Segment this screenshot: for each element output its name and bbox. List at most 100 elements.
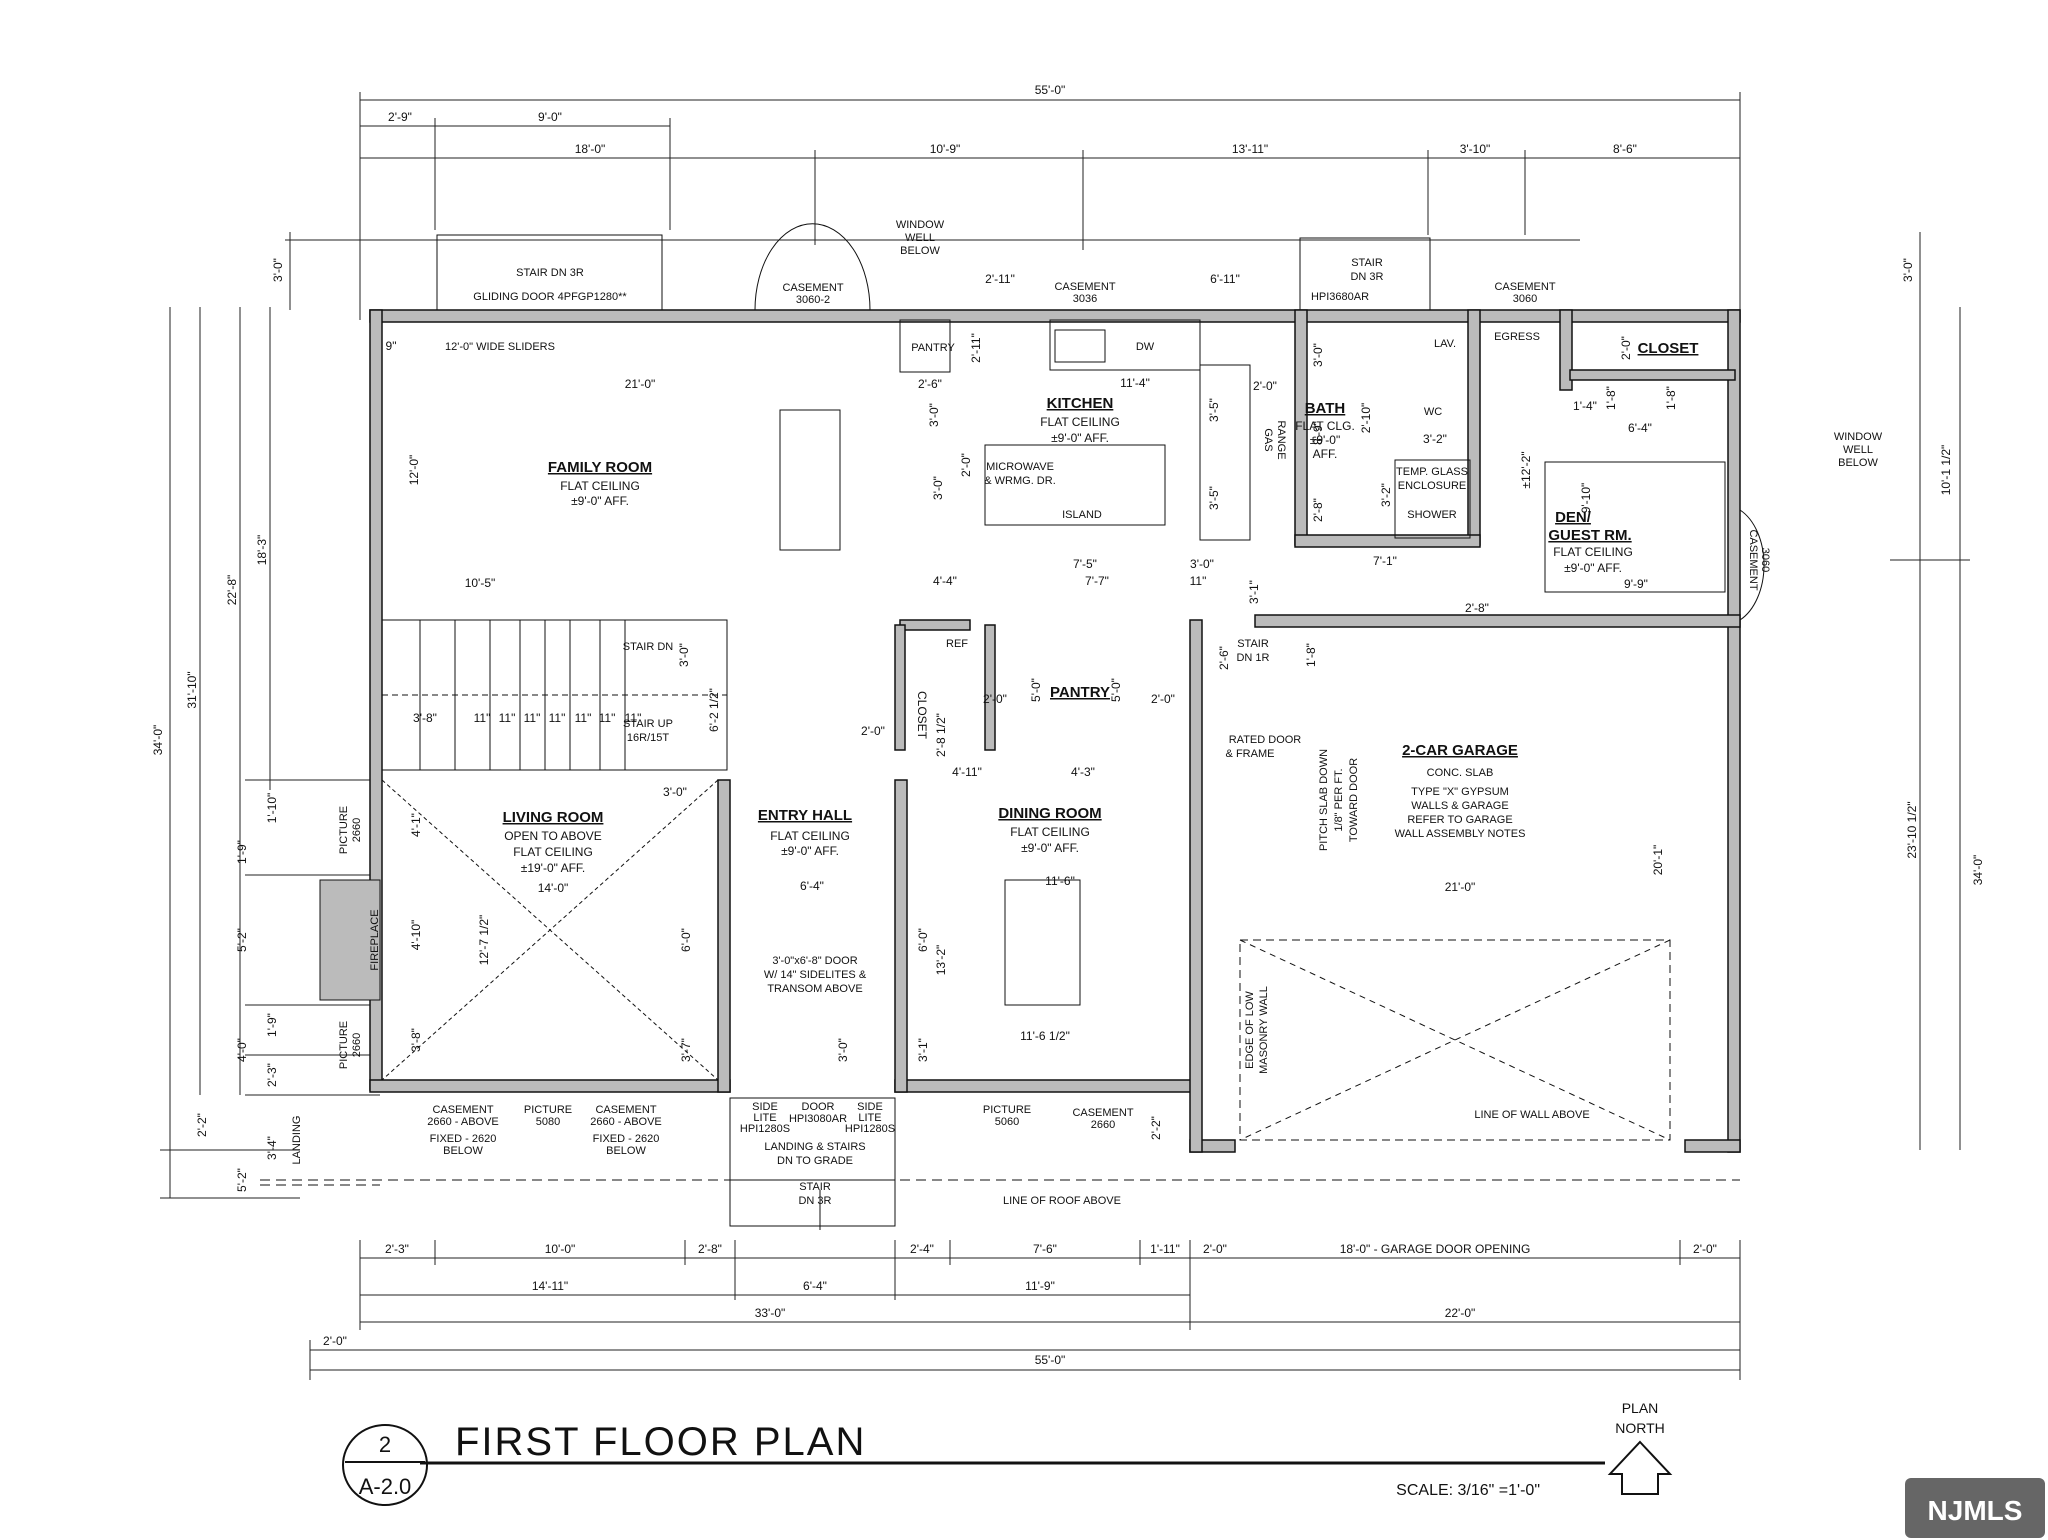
scale-label: SCALE: 3/16" =1'-0" xyxy=(1396,1482,1540,1499)
dining-room-height: ±9'-0" AFF. xyxy=(1021,841,1079,855)
dining-room-ceiling: FLAT CEILING xyxy=(1010,825,1090,839)
label-range-a: GAS xyxy=(1262,428,1274,451)
idim-64: 6'-0" xyxy=(916,928,930,952)
idim-65: 13'-2" xyxy=(934,945,948,976)
idim-16: 3'-0" xyxy=(1311,343,1325,367)
label-side-lite-l-2: LITE xyxy=(753,1112,776,1124)
label-casement-bl-2: 2660 - ABOVE xyxy=(427,1116,499,1128)
interior-lines xyxy=(260,223,1765,1230)
idim-50: 5'-0" xyxy=(1029,678,1043,702)
family-room-height: ±9'-0" AFF. xyxy=(571,494,629,508)
idim-43: 11" xyxy=(549,711,566,725)
dimension-lines xyxy=(160,92,1970,1380)
dim-bot1-h: 18'-0" - GARAGE DOOR OPENING xyxy=(1340,1242,1531,1256)
dim-setback-left: 3'-0" xyxy=(271,258,285,282)
dim-top2-d: 3'-10" xyxy=(1460,142,1491,156)
label-casement-r-a: CASEMENT xyxy=(1747,529,1759,590)
dim-right-b: 23'-10 1/2" xyxy=(1905,801,1919,858)
idim-4: 3'-0" xyxy=(927,403,941,427)
bath-name: BATH xyxy=(1305,400,1346,417)
idim-15: 6'-11" xyxy=(1210,272,1240,286)
label-window-well-r-c: BELOW xyxy=(1838,457,1878,469)
dim-left-b: 22'-8" xyxy=(225,575,239,606)
idim-31: 2'-8" xyxy=(1465,601,1489,615)
label-casement-2660-a: CASEMENT xyxy=(1072,1107,1133,1119)
idim-62: 6'-0" xyxy=(679,928,693,952)
label-landing: LANDING xyxy=(291,1116,303,1165)
label-stair-dn: STAIR DN xyxy=(623,641,674,653)
label-side-lite-l-1: SIDE xyxy=(752,1101,778,1113)
label-casement-top-code: 3060-2 xyxy=(796,294,830,306)
idim-26: 1'-8" xyxy=(1664,386,1678,410)
label-front-door-b: W/ 14" SIDELITES & xyxy=(764,969,867,981)
idim-48: 1'-8" xyxy=(1304,643,1318,667)
dim-left-j: 2'-2" xyxy=(195,1113,209,1137)
dim-top2-b: 10'-9" xyxy=(930,142,961,156)
label-casement-br-2: 2660 - ABOVE xyxy=(590,1116,662,1128)
idim-67: 11'-6 1/2" xyxy=(1020,1029,1070,1043)
idim-73: 20'-1" xyxy=(1651,845,1665,876)
title-block: 2 A-2.0 FIRST FLOOR PLAN SCALE: 3/16" =1… xyxy=(342,1400,1673,1506)
label-side-lite-r-2: LITE xyxy=(858,1112,881,1124)
garage-note-2: TYPE "X" GYPSUM xyxy=(1411,786,1509,798)
idim-29: 9'-10" xyxy=(1579,483,1593,514)
idim-34: 11" xyxy=(1190,574,1207,588)
idim-20: 3'-2" xyxy=(1379,483,1393,507)
idim-32: 4'-4" xyxy=(933,574,957,588)
idim-12: 7'-5" xyxy=(1073,557,1097,571)
idim-21: 2'-8" xyxy=(1311,498,1325,522)
kitchen-name: KITCHEN xyxy=(1047,395,1114,412)
sheet-number: A-2.0 xyxy=(359,1474,412,1499)
living-room-height: ±19'-0" AFF. xyxy=(521,861,586,875)
label-pitch-slab-b: 1/8" PER FT. xyxy=(1333,768,1345,831)
dim-left-e: 1'-9" xyxy=(235,840,249,864)
idim-18: 2'-10" xyxy=(1359,403,1373,434)
idim-25: 1'-8" xyxy=(1604,386,1618,410)
den-ceiling: FLAT CEILING xyxy=(1553,545,1633,559)
label-temp-glass-b: ENCLOSURE xyxy=(1398,480,1466,492)
label-side-lite-r-1: SIDE xyxy=(857,1101,883,1113)
idim-39: 3'-8" xyxy=(413,711,437,725)
dim-left-h: 4'-0" xyxy=(235,1038,249,1062)
label-egress: EGRESS xyxy=(1494,331,1540,343)
idim-17: 8'-9" xyxy=(1311,421,1325,445)
dim-left-a: 31'-10" xyxy=(185,671,199,708)
idim-40: 11" xyxy=(474,711,491,725)
idim-14: 2'-11" xyxy=(985,272,1015,286)
label-temp-glass-c: SHOWER xyxy=(1407,509,1457,521)
idim-2: 12'-0" xyxy=(407,455,421,486)
label-casement-br-4: BELOW xyxy=(606,1145,646,1157)
label-door-1: DOOR xyxy=(802,1101,835,1113)
label-casement-br-1: CASEMENT xyxy=(595,1104,656,1116)
idim-63: 6'-4" xyxy=(800,879,824,893)
dim-top2-e: 8'-6" xyxy=(1613,142,1637,156)
dim-bot4-a: 2'-0" xyxy=(323,1334,347,1348)
label-dw: DW xyxy=(1136,341,1155,353)
bath-height: ±9'-0" xyxy=(1310,433,1340,447)
label-stair-dn-3r-c-1: STAIR xyxy=(799,1181,831,1193)
pantry-name: PANTRY xyxy=(1050,684,1110,701)
dim-left-c: 18'-3" xyxy=(255,535,269,566)
dim-bot3-a: 33'-0" xyxy=(755,1306,786,1320)
dim-bot2-a: 14'-11" xyxy=(532,1279,568,1293)
idim-49: 2'-0" xyxy=(983,692,1007,706)
garage-note-4: REFER TO GARAGE xyxy=(1407,814,1512,826)
idim-68: 3'-7" xyxy=(679,1038,693,1062)
label-casement-3036-b: 3036 xyxy=(1073,293,1097,305)
bath-ceiling: FLAT CLG. xyxy=(1295,419,1355,433)
label-hpi3680ar: HPI3680AR xyxy=(1311,291,1369,303)
dining-room-name: DINING ROOM xyxy=(998,805,1101,822)
label-pitch-slab-a: PITCH SLAB DOWN xyxy=(1318,749,1330,851)
idim-9: 3'-5" xyxy=(1207,486,1221,510)
label-pitch-slab-c: TOWARD DOOR xyxy=(1348,758,1360,842)
label-picture-5060-b: 5060 xyxy=(995,1116,1019,1128)
label-line-wall-above: LINE OF WALL ABOVE xyxy=(1474,1109,1589,1121)
idim-19: 3'-2" xyxy=(1423,432,1447,446)
label-stair-dn-1r-b: DN 1R xyxy=(1236,652,1269,664)
north-label-1: PLAN xyxy=(1622,1400,1659,1416)
label-picture-5060-a: PICTURE xyxy=(983,1104,1031,1116)
kitchen-ceiling: FLAT CEILING xyxy=(1040,415,1120,429)
label-ref: REF xyxy=(946,638,968,650)
label-landing-stairs-a: LANDING & STAIRS xyxy=(764,1141,865,1153)
